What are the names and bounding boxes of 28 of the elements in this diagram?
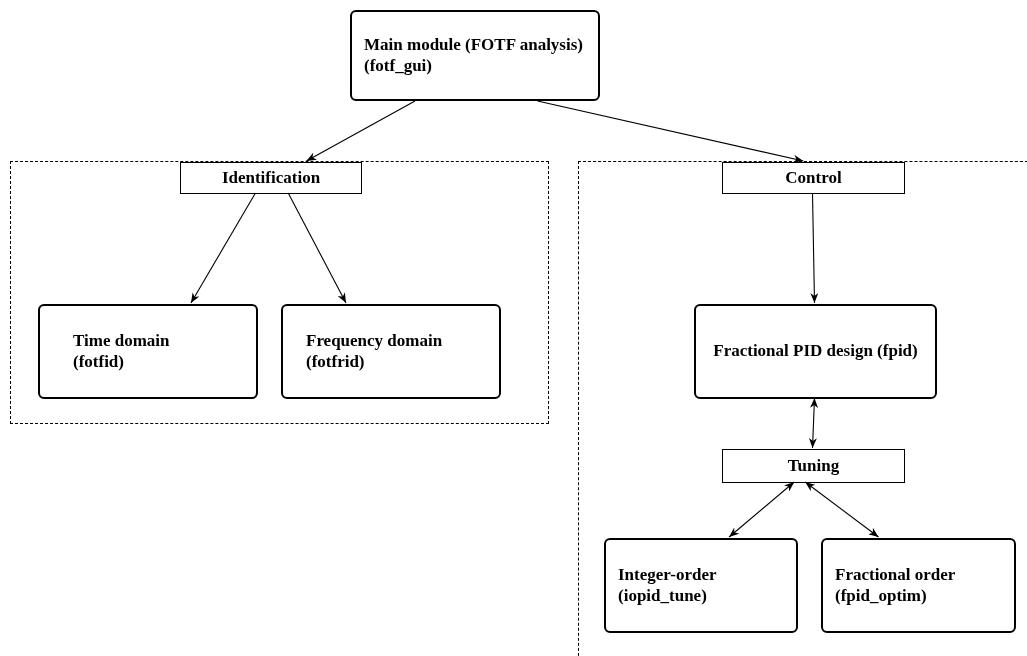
module-label: Identification: [221, 167, 321, 189]
module-box: [281, 304, 501, 399]
arrow: [287, 192, 347, 304]
module-box: [350, 10, 600, 101]
module-label: Integer-order (iopid_tune): [618, 565, 718, 606]
category-label-box: [722, 162, 905, 194]
module-box: [604, 538, 798, 633]
module-label: Fractional order (fpid_optim): [835, 565, 957, 606]
category-label-box: [722, 449, 905, 483]
module-label: Main module (FOTF analysis) (fotf_gui): [364, 35, 584, 76]
category-label-box: [180, 162, 362, 194]
arrow: [810, 192, 819, 304]
module-label: Frequency domain (fotfrid): [306, 331, 444, 372]
module-label: Control: [785, 167, 842, 189]
module-label: Fractional PID design (fpid): [713, 341, 918, 362]
module-box: [38, 304, 258, 399]
arrow: [536, 100, 804, 163]
module-box: [821, 538, 1016, 633]
module-box: [694, 304, 937, 399]
group-boundary: [10, 161, 549, 424]
arrow: [728, 481, 795, 538]
module-label: Tuning: [787, 455, 840, 477]
arrow: [305, 100, 416, 162]
arrow: [804, 481, 880, 538]
arrow: [190, 192, 256, 304]
group-boundary: [578, 161, 1027, 656]
arrow: [808, 397, 819, 449]
module-label: Time domain (fotfid): [73, 331, 171, 372]
